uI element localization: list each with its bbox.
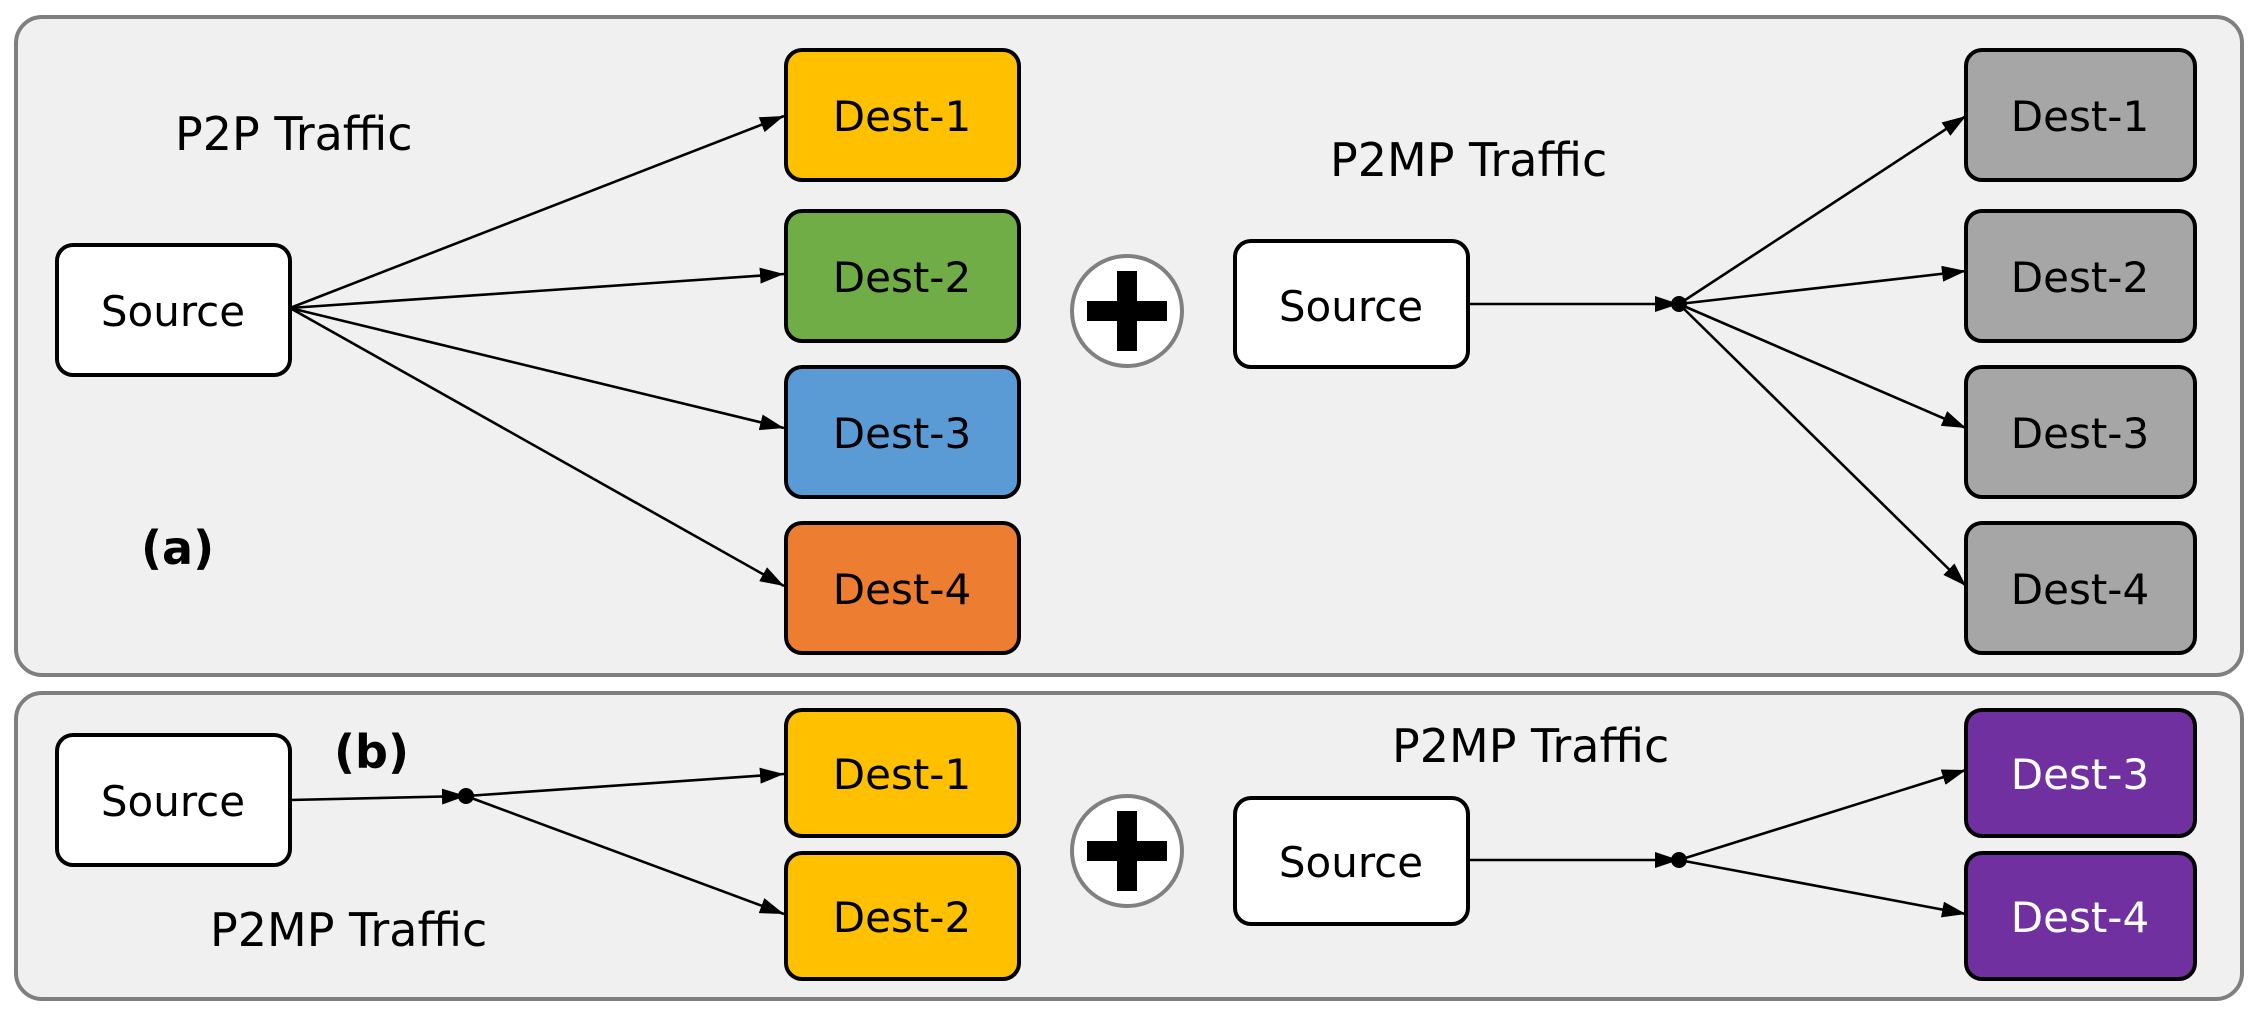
dest-label: Dest-3 bbox=[833, 409, 971, 458]
dest-label: Dest-3 bbox=[2011, 750, 2149, 799]
dest-box bbox=[784, 521, 1021, 655]
plus-icon bbox=[1070, 794, 1184, 908]
panel-b-right-source: Source bbox=[1233, 796, 1470, 926]
edge-a-left-dest-2 bbox=[289, 267, 785, 310]
edge-b-right-dest-4 bbox=[1678, 858, 1967, 918]
branch-point bbox=[458, 788, 474, 804]
dest-box bbox=[784, 48, 1021, 182]
dest-label: Dest-2 bbox=[2011, 253, 2149, 302]
dest-label: Dest-2 bbox=[833, 893, 971, 942]
panel-b-left-dest-1: Dest-1 bbox=[784, 708, 1021, 838]
dest-box bbox=[784, 365, 1021, 499]
source-label: Source bbox=[1279, 282, 1423, 331]
branch-point bbox=[1671, 852, 1687, 868]
panel-a-right-source: Source bbox=[1233, 239, 1470, 369]
panel-a-right-dest-4: Dest-4 bbox=[1964, 521, 2197, 655]
dest-box bbox=[1964, 521, 2197, 655]
panel-a: P2P Traffic (a) P2MP Traffic Source Dest… bbox=[14, 15, 2244, 677]
dest-label: Dest-4 bbox=[2011, 893, 2149, 942]
dest-box bbox=[784, 209, 1021, 343]
source-label: Source bbox=[1279, 838, 1423, 887]
panel-a-left-title: P2P Traffic bbox=[175, 107, 413, 161]
panel-a-left-dest-1: Dest-1 bbox=[784, 48, 1021, 182]
source-label: Source bbox=[101, 777, 245, 826]
source-box bbox=[55, 243, 292, 377]
edge-b-left-dest-1 bbox=[465, 767, 785, 798]
source-box bbox=[1233, 796, 1470, 926]
dest-box bbox=[784, 708, 1021, 838]
dest-box bbox=[1964, 708, 2197, 838]
panel-b-right-dest-4: Dest-4 bbox=[1964, 851, 2197, 981]
panel-b-left-title: P2MP Traffic bbox=[210, 903, 487, 957]
edge-a-right-dest-1 bbox=[1678, 114, 1967, 306]
panel-a-right-title: P2MP Traffic bbox=[1330, 133, 1607, 187]
panel-b: (b) P2MP Traffic P2MP Traffic Source Des… bbox=[14, 691, 2244, 1001]
panel-a-left-dest-3: Dest-3 bbox=[784, 365, 1021, 499]
dest-label: Dest-4 bbox=[2011, 565, 2149, 614]
panel-a-right-dest-3: Dest-3 bbox=[1964, 365, 2197, 499]
panel-b-tag: (b) bbox=[334, 725, 409, 779]
edge-a-left-dest-1 bbox=[289, 114, 785, 310]
dest-label: Dest-3 bbox=[2011, 409, 2149, 458]
dest-label: Dest-2 bbox=[833, 253, 971, 302]
edge-b-left-source-hub bbox=[289, 788, 467, 805]
panel-a-left-dest-2: Dest-2 bbox=[784, 209, 1021, 343]
panel-b-left-source: Source bbox=[55, 733, 292, 867]
edge-b-left-dest-2 bbox=[465, 794, 785, 916]
panel-a-tag: (a) bbox=[141, 521, 214, 575]
edge-b-right-dest-3 bbox=[1678, 768, 1967, 862]
panel-a-left-source: Source bbox=[55, 243, 292, 377]
dest-box bbox=[1964, 48, 2197, 182]
panel-a-right-dest-2: Dest-2 bbox=[1964, 209, 2197, 343]
edge-a-right-dest-3 bbox=[1678, 302, 1967, 430]
dest-box bbox=[1964, 209, 2197, 343]
dest-box bbox=[784, 851, 1021, 981]
panel-b-right-dest-3: Dest-3 bbox=[1964, 708, 2197, 838]
panel-b-left-dest-2: Dest-2 bbox=[784, 851, 1021, 981]
dest-label: Dest-1 bbox=[833, 92, 971, 141]
dest-box bbox=[1964, 365, 2197, 499]
edge-a-right-dest-4 bbox=[1678, 303, 1967, 587]
panel-b-right-title: P2MP Traffic bbox=[1392, 719, 1669, 773]
dest-label: Dest-1 bbox=[2011, 92, 2149, 141]
dest-label: Dest-1 bbox=[833, 750, 971, 799]
dest-label: Dest-4 bbox=[833, 565, 971, 614]
branch-point bbox=[1671, 296, 1687, 312]
panel-a-left-dest-4: Dest-4 bbox=[784, 521, 1021, 655]
edge-a-left-dest-3 bbox=[289, 306, 785, 431]
source-label: Source bbox=[101, 287, 245, 336]
source-box bbox=[55, 733, 292, 867]
panel-a-right-dest-1: Dest-1 bbox=[1964, 48, 2197, 182]
source-box bbox=[1233, 239, 1470, 369]
dest-box bbox=[1964, 851, 2197, 981]
edge-a-left-dest-4 bbox=[289, 306, 785, 588]
plus-icon bbox=[1070, 254, 1184, 368]
edge-a-right-dest-2 bbox=[1678, 265, 1967, 306]
